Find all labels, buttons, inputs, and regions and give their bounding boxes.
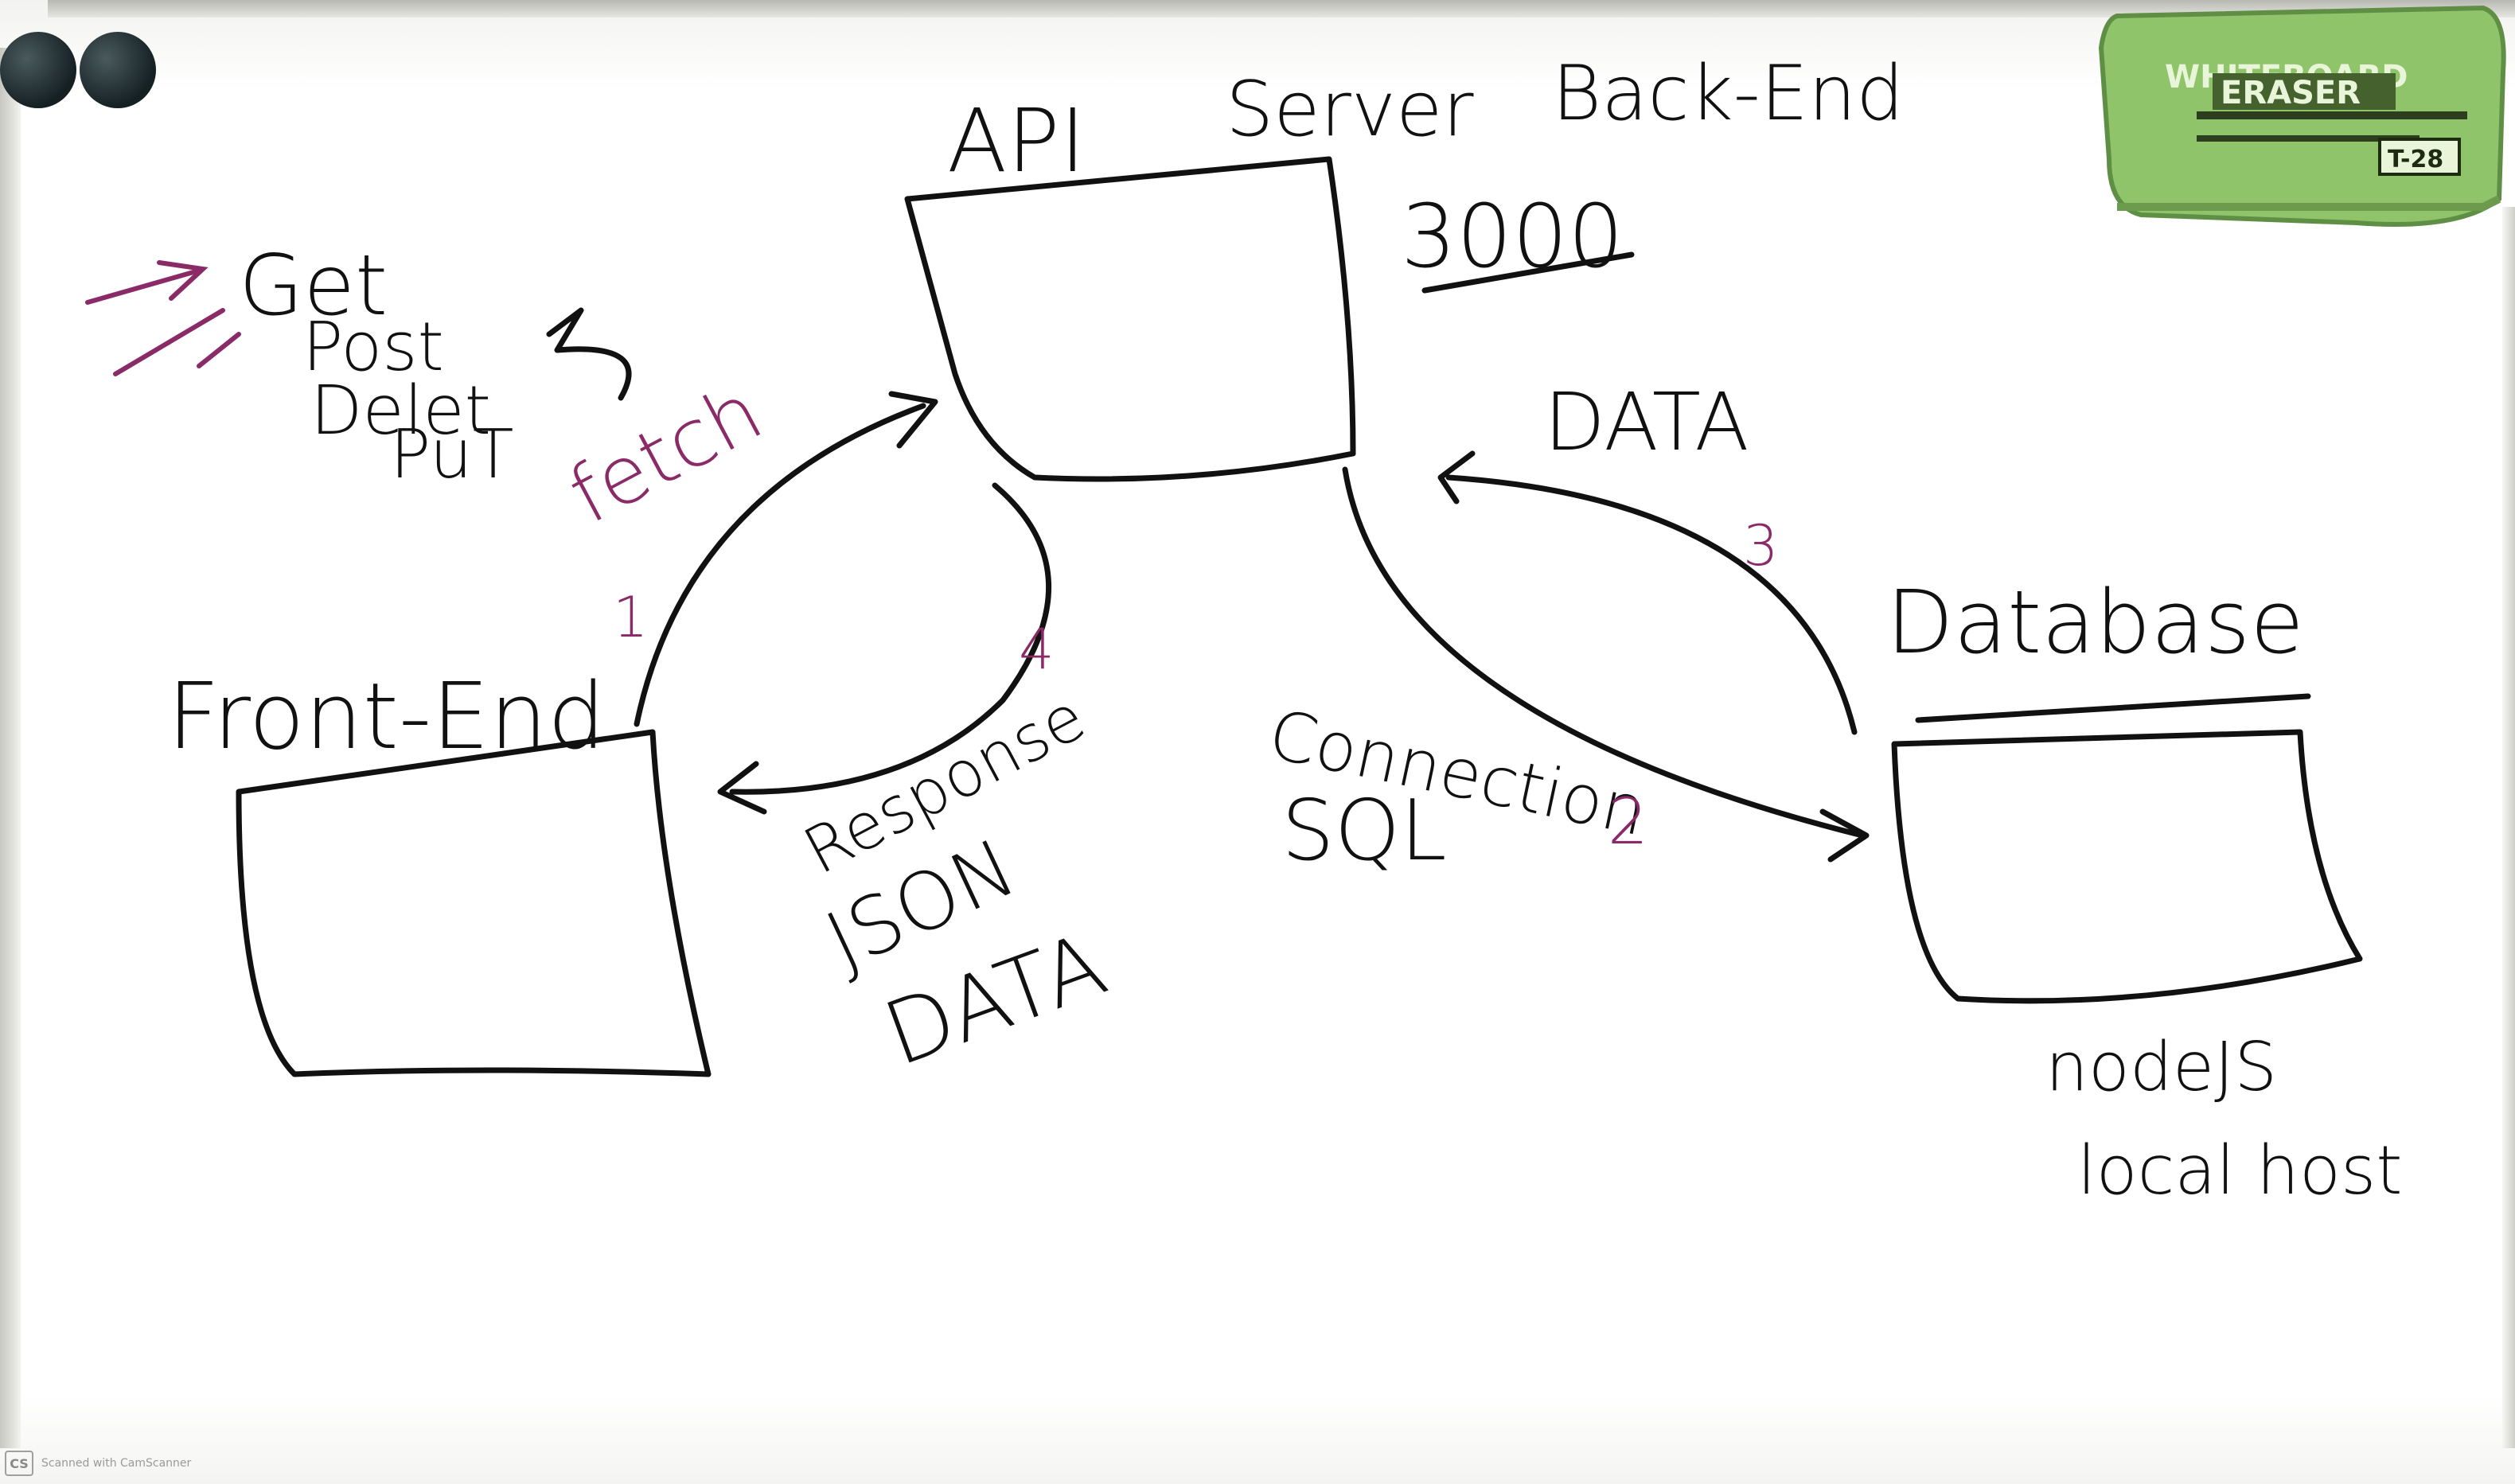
magnet-icon [80,32,156,108]
sql-label: SQL [1281,782,1447,879]
api-title: API [947,90,1086,192]
database-label: Database [1886,571,2304,673]
board-frame-top [48,0,2515,18]
method-delete: Delet [310,372,491,450]
magnet-icon [0,32,76,108]
http-methods-list: Get Post Delet PuT [239,237,514,494]
api-server-box [904,156,1356,482]
fetch-arrowhead-icon [888,391,938,449]
frontend-label: Front-End [167,664,606,770]
server-title: Server [1226,66,1474,154]
port-number: 3000 [1401,185,1624,287]
method-post: Post [302,308,444,387]
curly-arrow-icon [546,307,632,401]
connection-arrow [1342,466,1866,839]
data-arrowhead-icon [1437,450,1476,504]
frontend-box [236,729,712,1077]
database-lid [1915,693,2311,723]
port-underline [1421,251,1635,294]
eraser-model: T-28 [2388,146,2443,173]
response-arrowhead-icon [717,761,767,815]
camscanner-logo: CS [5,1451,33,1476]
connection-arrowhead-icon [1819,808,1870,863]
method-get: Get [239,237,388,334]
response-arrow [729,482,1052,795]
localhost-label: local host [2077,1132,2403,1210]
data-arrow [1445,474,1858,735]
step-4-label: 4 [1019,617,1055,682]
fetch-arrow [634,403,926,727]
step-2-label: 2 [1608,785,1648,859]
method-arrows-icon [85,260,241,376]
scanner-footer-text: Scanned with CamScanner [41,1457,192,1470]
step-3-label: 3 [1743,513,1779,578]
backend-title: Back-End [1552,50,1904,138]
whiteboard-eraser: WHITEBOARD ERASER T-28 [2098,5,2506,227]
step-1-label: 1 [613,585,649,650]
method-put: PuT [390,415,514,494]
scanner-footer: CS Scanned with CamScanner [5,1450,191,1477]
database-box [1891,729,2363,1004]
board-frame-left [0,48,21,1448]
nodejs-label: nodeJS [2045,1028,2277,1107]
data-label: DATA [1544,376,1749,469]
eraser-brand-line2: ERASER [2221,75,2361,111]
board-frame-right [2502,207,2515,1448]
